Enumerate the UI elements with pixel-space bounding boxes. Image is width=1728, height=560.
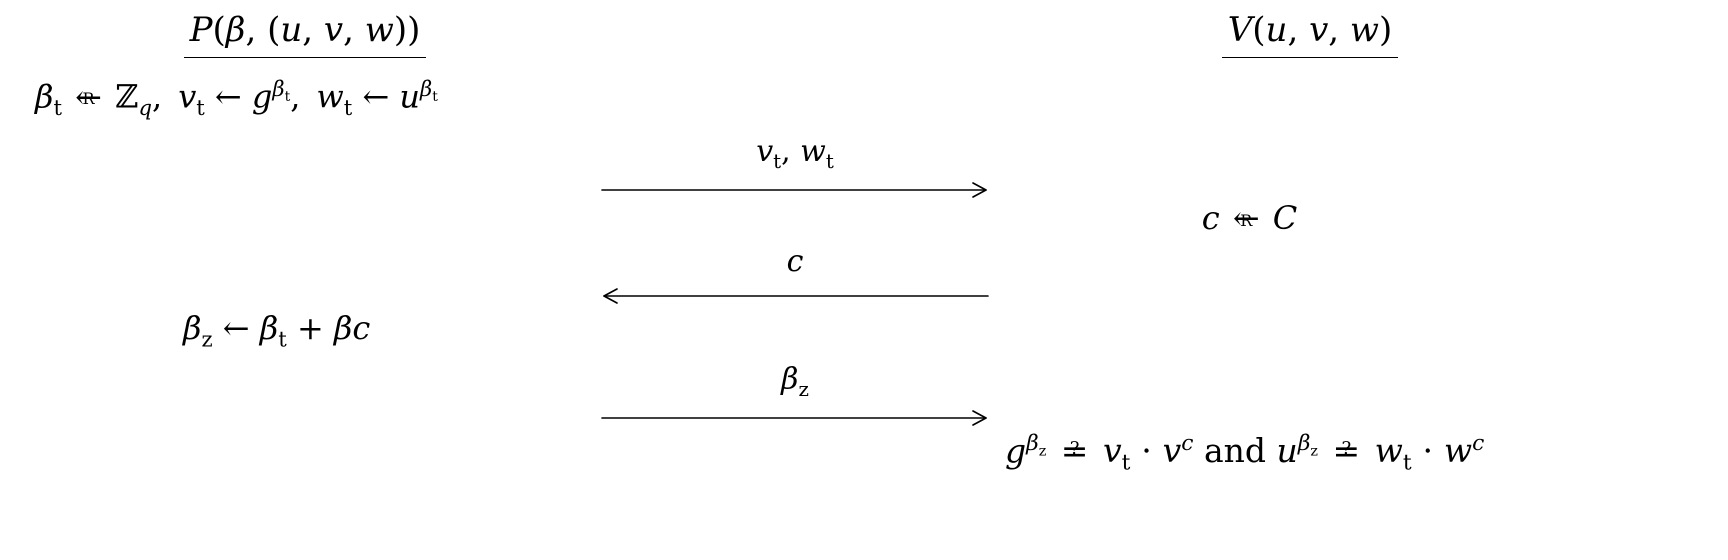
verifier-header: V(u, v, w)	[1160, 10, 1460, 58]
verifier-header-text: V(u, v, w)	[1221, 10, 1399, 58]
message-commitment: vt, wt	[600, 134, 990, 198]
message-response-label: βz	[781, 362, 809, 401]
arrow-left-icon	[603, 288, 989, 304]
prover-response-line: βz ← βt + βc	[183, 309, 371, 352]
message-challenge: c	[600, 244, 990, 304]
prover-header-text: P(β, (u, v, w))	[183, 10, 427, 58]
message-response: βz	[600, 362, 990, 426]
prover-commit-line: βt ←R ℤq, vt ← gβt, wt ← uβt	[35, 76, 438, 121]
message-commitment-label: vt, wt	[756, 134, 834, 173]
prover-header: P(β, (u, v, w))	[150, 10, 460, 58]
message-challenge-label: c	[786, 244, 804, 279]
verifier-challenge-line: c ←R C	[1201, 199, 1298, 237]
arrow-right-icon	[601, 182, 987, 198]
arrow-right-icon	[601, 410, 987, 426]
verifier-check-line: gβz =? vt ⋅ vc and uβz =? wt ⋅ wc	[1005, 431, 1485, 476]
